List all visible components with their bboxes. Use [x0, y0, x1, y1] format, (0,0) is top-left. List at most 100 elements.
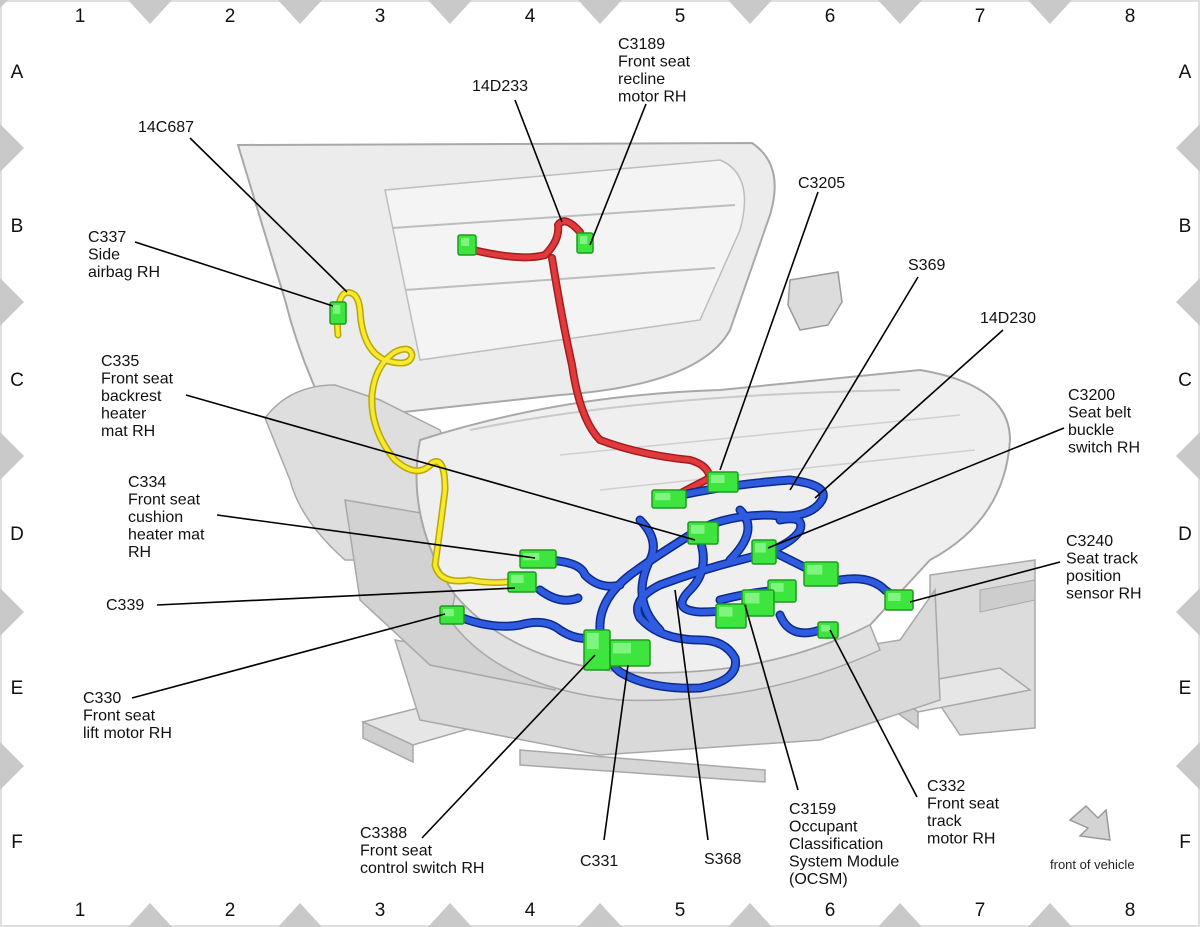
leader-line: [744, 604, 799, 791]
callout-description: Front seat: [101, 371, 174, 388]
leader-line: [814, 329, 1004, 499]
grid-row-label: D: [1178, 524, 1192, 545]
callout-c331: C331: [580, 853, 618, 870]
seat-cushion-front: [449, 593, 881, 702]
frame-marker: [728, 903, 772, 927]
connector-highlight: [443, 609, 454, 617]
seat-rail-foot: [362, 720, 414, 764]
grid-row-label: E: [11, 678, 24, 699]
grid-row-label: B: [11, 216, 24, 237]
leader-line: [216, 514, 536, 559]
connector-highlight: [613, 643, 631, 654]
callout-description: RH: [128, 544, 151, 561]
callout-code: C3388: [360, 825, 407, 842]
frame-marker: [1176, 278, 1200, 326]
grid-column-label: 3: [375, 6, 386, 27]
leader-line: [185, 394, 696, 541]
grid-row-label: C: [1178, 370, 1192, 391]
callout-code: S369: [908, 257, 945, 274]
callout-description: recline: [618, 71, 665, 88]
grid-row-label: F: [1179, 832, 1191, 853]
seat-rail: [519, 749, 766, 783]
grid-row-label: D: [10, 524, 24, 545]
connector-highlight: [691, 525, 705, 534]
frame-marker: [0, 0, 8, 8]
seat-backrest-seam: [404, 267, 716, 291]
grid-column-label: 2: [225, 6, 236, 27]
callout-code: C3189: [618, 36, 665, 53]
callout-description: System Module: [789, 854, 899, 871]
callout-code: 14D230: [980, 310, 1036, 327]
callout-description: Seat belt: [1068, 405, 1132, 422]
grid-column-label: 5: [675, 6, 686, 27]
seat-illustration: [236, 141, 1036, 783]
seat-rail: [979, 579, 1036, 613]
grid-column-label: 6: [825, 6, 836, 27]
leader-line: [156, 587, 516, 606]
grid-column-label: 7: [975, 900, 986, 921]
leader-line: [674, 589, 709, 841]
leader-line: [719, 191, 819, 471]
grid-column-label: 4: [525, 6, 536, 27]
callout-description: position: [1066, 568, 1121, 585]
callout-code: 14D233: [472, 78, 528, 95]
connector-highlight: [771, 583, 784, 592]
connector-highlight: [580, 236, 588, 244]
leader-line: [134, 241, 334, 307]
grid-column-label: 7: [975, 6, 986, 27]
callout-c3205: C3205: [798, 175, 845, 192]
grid-column-label: 8: [1125, 6, 1136, 27]
grid-column-label: 3: [375, 900, 386, 921]
leader-line: [589, 103, 647, 246]
connector-highlight: [755, 543, 766, 553]
callout-description: Seat track: [1066, 551, 1139, 568]
callout-code: 14C687: [138, 119, 194, 136]
frame-marker: [278, 0, 322, 24]
callout-description: control switch RH: [360, 860, 484, 877]
grid-column-label: 1: [75, 6, 86, 27]
frame-marker: [1176, 124, 1200, 172]
frame-marker: [0, 124, 24, 172]
callout-description: mat RH: [101, 423, 155, 440]
callout-code: C3240: [1066, 533, 1113, 550]
grid-row-label: B: [1179, 216, 1192, 237]
connector-highlight: [523, 553, 540, 561]
leader-line: [829, 629, 918, 798]
callout-description: cushion: [128, 509, 183, 526]
callout-description: Front seat: [618, 54, 691, 71]
front-indicator-label: front of vehicle: [1050, 857, 1135, 872]
frame-marker: [128, 903, 172, 927]
seat-cushion-seam: [469, 389, 901, 431]
connector-highlight: [745, 593, 760, 604]
frame-marker: [1176, 742, 1200, 790]
frame-marker: [0, 278, 24, 326]
frame-marker: [0, 588, 24, 636]
seat-cushion-seam: [599, 449, 976, 491]
callout-code: C331: [580, 853, 618, 870]
leader-line: [514, 99, 563, 223]
callout-c339: C339: [106, 597, 144, 614]
callout-description: Front seat: [128, 492, 201, 509]
callout-description: motor RH: [618, 89, 686, 106]
frame-marker: [878, 903, 922, 927]
frame-marker: [728, 0, 772, 24]
grid-row-label: E: [1179, 678, 1192, 699]
callout-14d233: 14D233: [472, 78, 528, 95]
callout-description: Front seat: [360, 843, 433, 860]
grid-row-label: A: [11, 62, 24, 83]
harness-yellow-wire: [335, 290, 522, 585]
connector-highlight: [587, 633, 599, 649]
connector-highlight: [655, 493, 671, 501]
grid-row-label: A: [1179, 62, 1192, 83]
leader-line: [131, 613, 446, 699]
callout-code: S368: [704, 851, 741, 868]
